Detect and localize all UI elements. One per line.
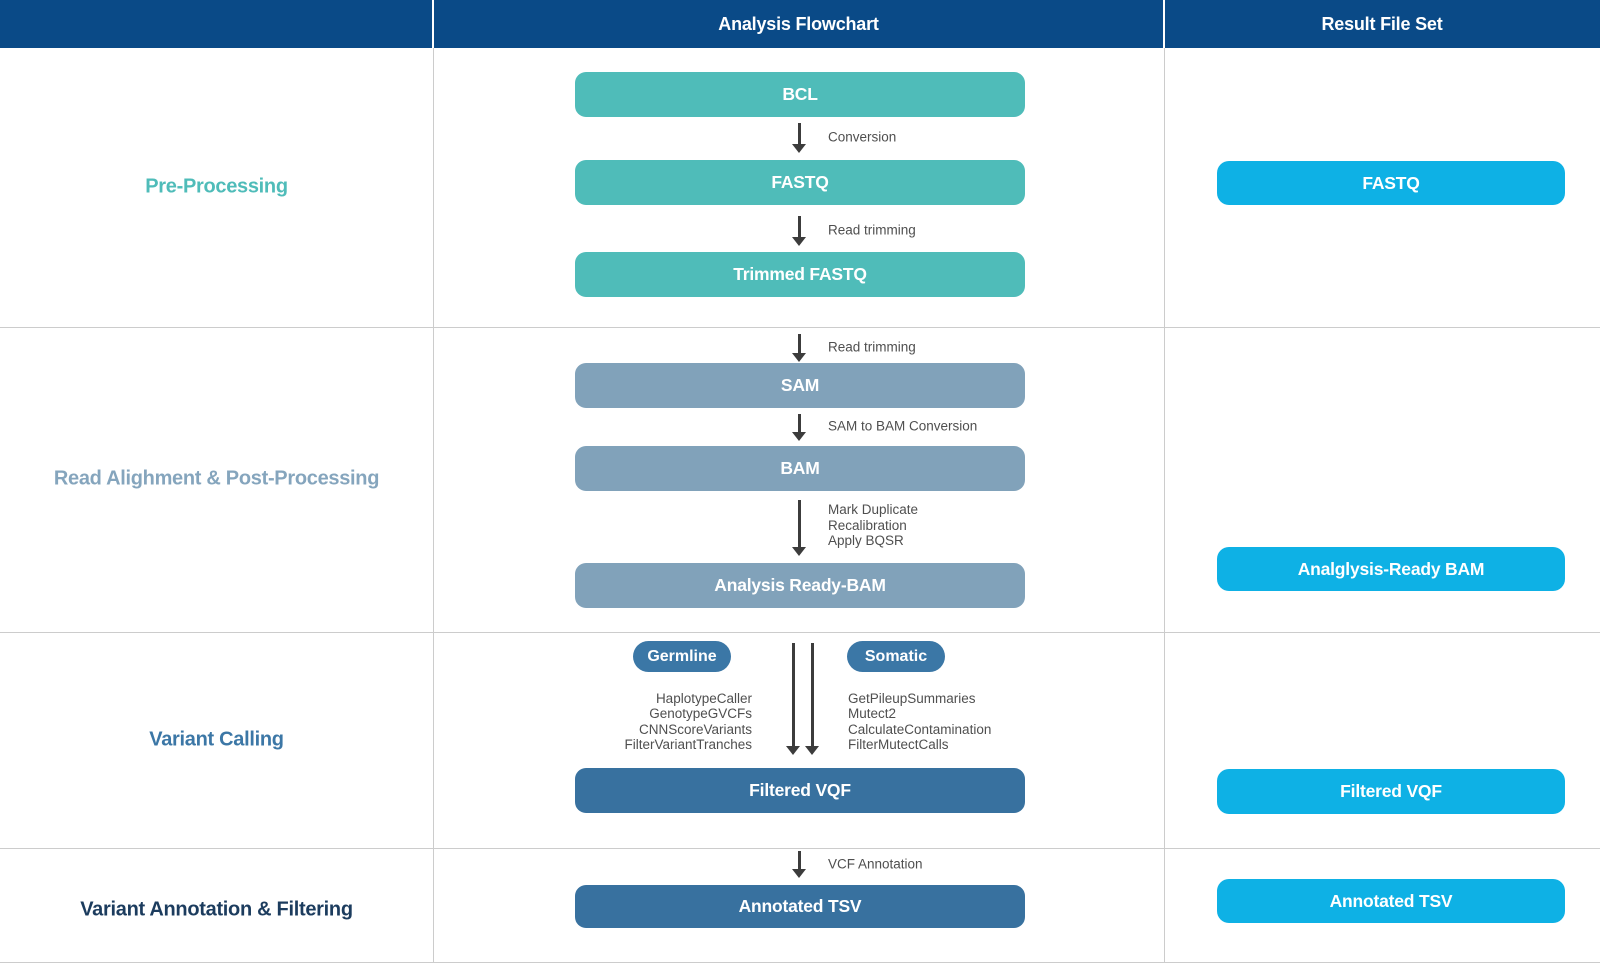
down-arrow-icon: [792, 851, 806, 878]
germline-tools-list: HaplotypeCaller GenotypeGVCFs CNNScoreVa…: [460, 691, 752, 753]
column-divider: [433, 48, 434, 962]
list-item: GetPileupSummaries: [848, 691, 976, 706]
step-label-read-trimming: Read trimming: [828, 222, 916, 238]
header-divider: [432, 0, 434, 48]
list-item: FilterMutectCalls: [848, 737, 949, 753]
somatic-pill: Somatic: [847, 641, 945, 672]
stage-label-pre-processing: Pre-Processing: [145, 175, 288, 198]
flow-box-analysis-ready-bam: Analysis Ready-BAM: [575, 563, 1025, 608]
flow-box-filtered-vqf: Filtered VQF: [575, 768, 1025, 813]
result-box-filtered-vqf: Filtered VQF: [1217, 769, 1565, 814]
row-divider: [0, 632, 1600, 633]
step-label-line: Apply BQSR: [828, 533, 904, 549]
table-bottom-border: [0, 962, 1600, 963]
list-item: GenotypeGVCFs: [649, 706, 752, 722]
down-arrow-icon: [786, 643, 800, 755]
flow-box-annotated-tsv: Annotated TSV: [575, 885, 1025, 928]
germline-pill: Germline: [633, 641, 731, 672]
down-arrow-icon: [792, 334, 806, 362]
list-item: Mutect2: [848, 706, 897, 722]
list-item: FilterVariantTranches: [624, 737, 752, 753]
flow-box-fastq: FASTQ: [575, 160, 1025, 205]
header-analysis-flowchart: Analysis Flowchart: [718, 13, 879, 34]
stage-label-read-alignment-post-processing: Read Alighment & Post-Processing: [53, 467, 380, 490]
down-arrow-icon: [792, 216, 806, 246]
stage-label-variant-calling: Variant Calling: [149, 728, 284, 751]
header-divider: [1163, 0, 1165, 48]
flow-box-bcl: BCL: [575, 72, 1025, 117]
down-arrow-icon: [792, 414, 806, 441]
down-arrow-icon: [792, 123, 806, 153]
row-divider: [0, 848, 1600, 849]
step-label-line: Mark Duplicate: [828, 502, 919, 517]
step-label-read-trimming-2: Read trimming: [828, 339, 916, 355]
step-label-bam-postprocess: Mark Duplicate Recalibration Apply BQSR: [828, 502, 918, 549]
header-result-file-set: Result File Set: [1321, 13, 1443, 34]
result-box-annotated-tsv: Annotated TSV: [1217, 879, 1565, 923]
list-item: CalculateContamination: [848, 721, 992, 737]
result-box-analysis-ready-bam: Analglysis-Ready BAM: [1217, 547, 1565, 591]
step-label-vcf-annotation: VCF Annotation: [828, 856, 923, 872]
table-header: Analysis Flowchart Result File Set: [0, 0, 1600, 48]
result-box-fastq: FASTQ: [1217, 161, 1565, 205]
step-label-conversion: Conversion: [828, 129, 897, 145]
step-label-sam-to-bam: SAM to BAM Conversion: [828, 418, 978, 434]
stage-label-variant-annotation-filtering: Variant Annotation & Filtering: [80, 898, 353, 921]
step-label-line: Recalibration: [828, 517, 907, 533]
flow-box-sam: SAM: [575, 363, 1025, 408]
flow-box-trimmed-fastq: Trimmed FASTQ: [575, 252, 1025, 297]
list-item: HaplotypeCaller: [655, 691, 752, 706]
down-arrow-icon: [792, 500, 806, 556]
column-divider: [1164, 48, 1165, 962]
list-item: CNNScoreVariants: [638, 721, 752, 737]
down-arrow-icon: [805, 643, 819, 755]
row-divider: [0, 327, 1600, 328]
flow-box-bam: BAM: [575, 446, 1025, 491]
somatic-tools-list: GetPileupSummaries Mutect2 CalculateCont…: [848, 691, 991, 753]
